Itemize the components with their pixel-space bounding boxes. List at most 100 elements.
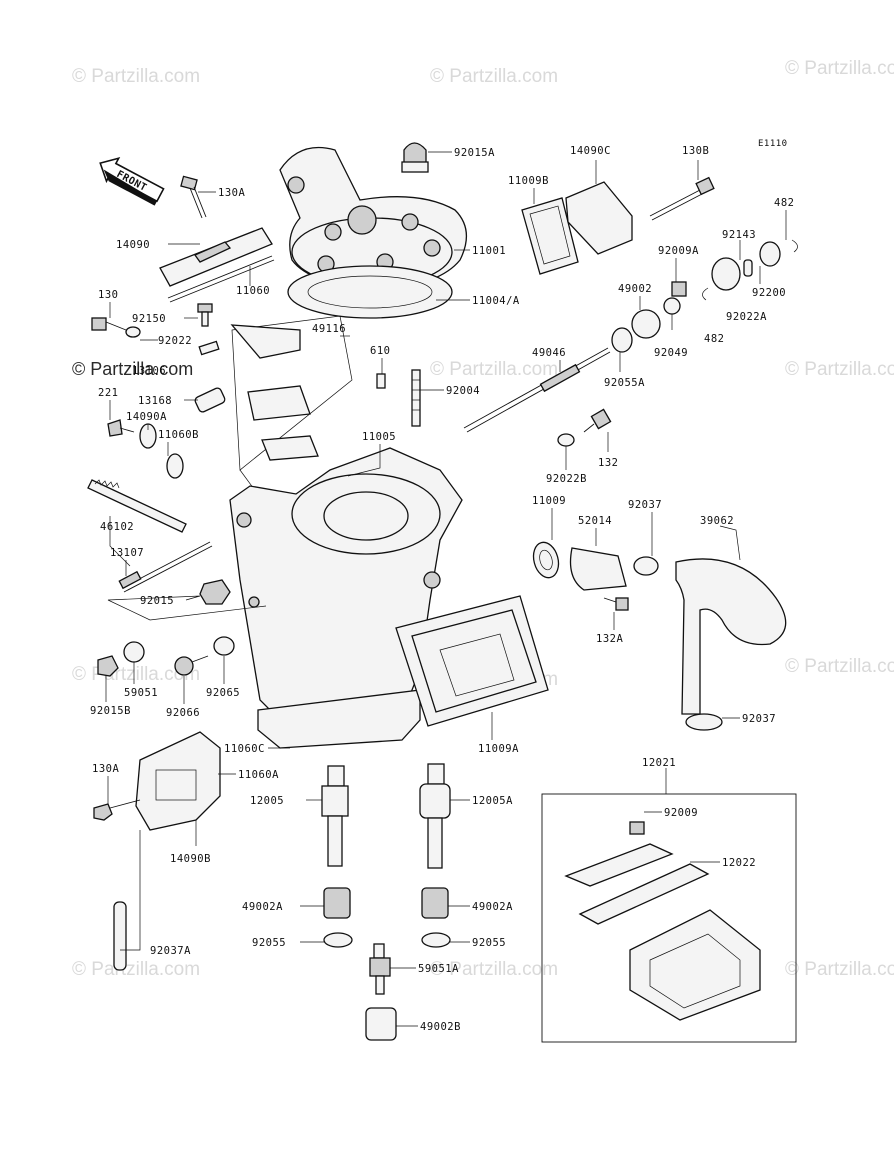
part-label: 482 — [774, 197, 794, 209]
bushing-49002a-right-part — [421, 887, 449, 919]
part-label: 130A — [92, 763, 119, 775]
part-label: 49116 — [312, 323, 346, 335]
part-label: 92015B — [90, 705, 131, 717]
part-label: 11060C — [224, 743, 265, 755]
part-label: 132A — [596, 633, 623, 645]
part-label: 52014 — [578, 515, 612, 527]
pin-part — [198, 340, 220, 356]
nut-92015-part — [199, 579, 231, 605]
screw-221-part — [107, 419, 135, 437]
part-label: 14090B — [170, 853, 211, 865]
part-label: 610 — [370, 345, 390, 357]
part-label: 92066 — [166, 707, 200, 719]
watermark: © Partzilla.com — [72, 959, 200, 980]
part-label: 11005 — [362, 431, 396, 443]
gear-59051-part — [123, 641, 145, 663]
clamp-92037-lower-part — [685, 713, 723, 731]
watermarks: © Partzilla.com © Partzilla.com © Partzi… — [72, 58, 894, 980]
cap-nut-part — [401, 142, 429, 173]
cover-part — [159, 227, 275, 303]
bushing-49002b-part — [365, 1007, 397, 1041]
part-label: 92037A — [150, 945, 191, 957]
part-label: 49002A — [242, 901, 283, 913]
shaft-12005a-part — [419, 763, 451, 869]
part-label: 92015 — [140, 595, 174, 607]
cover-14090b-part — [135, 731, 221, 831]
part-label: 14090A — [126, 411, 167, 423]
part-label: 11060B — [158, 429, 199, 441]
bolt-130a-lower-part — [93, 799, 141, 821]
watermark: © Partzilla.com — [785, 359, 894, 380]
watermark: © Partzilla.com — [785, 959, 894, 980]
part-label: 92065 — [206, 687, 240, 699]
part-label: 130B — [682, 145, 709, 157]
watermark: © Partzilla.com — [430, 66, 558, 87]
cover-14090c-part — [565, 181, 633, 255]
shaft-part — [118, 541, 213, 593]
part-label: 130A — [218, 187, 245, 199]
part-label: 13107 — [110, 547, 144, 559]
part-label: 92004 — [446, 385, 480, 397]
part-label: 92143 — [722, 229, 756, 241]
nut-92015b-part — [97, 655, 119, 677]
part-label: 92037 — [742, 713, 776, 725]
part-label: 11009 — [532, 495, 566, 507]
part-label: 92055 — [252, 937, 286, 949]
part-label: 11001 — [472, 245, 506, 257]
part-label: 130 — [98, 289, 118, 301]
parts — [87, 142, 798, 1043]
part-label: 49002A — [472, 901, 513, 913]
washer-92200-part — [759, 241, 781, 267]
part-label: 92015A — [454, 147, 495, 159]
stud-part — [411, 369, 421, 427]
bearing-49002-part — [631, 309, 661, 339]
gasket-11009b-part — [521, 197, 579, 275]
rack-part — [87, 479, 187, 533]
part-label: 92022 — [158, 335, 192, 347]
fitting-13168-part — [194, 387, 226, 413]
part-label: 11004/A — [472, 295, 520, 307]
gasket-11009-part — [532, 541, 560, 579]
bolt-washer-part — [91, 317, 141, 338]
elbow-52014-part — [569, 547, 627, 591]
part-label: 49002 — [618, 283, 652, 295]
part-label: 39062 — [700, 515, 734, 527]
washer-92065-part — [213, 636, 235, 656]
part-label: 59051A — [418, 963, 459, 975]
watermark: © Partzilla.com — [785, 656, 894, 677]
part-label: 12021 — [642, 757, 676, 769]
bolt-132-part — [583, 408, 612, 433]
valve-assembly-part — [230, 315, 353, 501]
head-gasket-part — [287, 265, 453, 319]
bolt-part — [180, 175, 207, 219]
part-label: 92200 — [752, 287, 786, 299]
clip-482-part — [791, 239, 798, 253]
o-ring-92055-part — [323, 932, 353, 948]
part-label: 49002B — [420, 1021, 461, 1033]
gasket-11009a-part — [395, 595, 549, 727]
bushing-49002a-part — [323, 887, 351, 919]
part-label: 221 — [98, 387, 118, 399]
part-label: 92022A — [726, 311, 767, 323]
rod-part — [463, 347, 611, 433]
part-label: 12022 — [722, 857, 756, 869]
seal-92049-part — [663, 297, 681, 315]
watermark: © Partzilla.com — [72, 66, 200, 87]
bolt-132a-part — [603, 597, 629, 611]
gear-59051a-part — [369, 943, 391, 995]
bolt-130b-part — [649, 176, 715, 221]
part-label: 11060A — [238, 769, 279, 781]
part-label: 92037 — [628, 499, 662, 511]
part-label: 11009B — [508, 175, 549, 187]
cylinder-part — [229, 447, 463, 749]
reed-valve-part — [564, 821, 761, 1021]
part-label: 92055A — [604, 377, 645, 389]
reed-valve-box — [541, 793, 797, 1043]
part-label: 13168 — [138, 395, 172, 407]
clamp-92037-part — [633, 556, 659, 576]
clip-482b-part — [702, 287, 709, 301]
part-label: 92022B — [546, 473, 587, 485]
part-label: 14090 — [116, 239, 150, 251]
front-arrow-icon: FRONT — [99, 156, 165, 206]
part-label: 12005 — [250, 795, 284, 807]
